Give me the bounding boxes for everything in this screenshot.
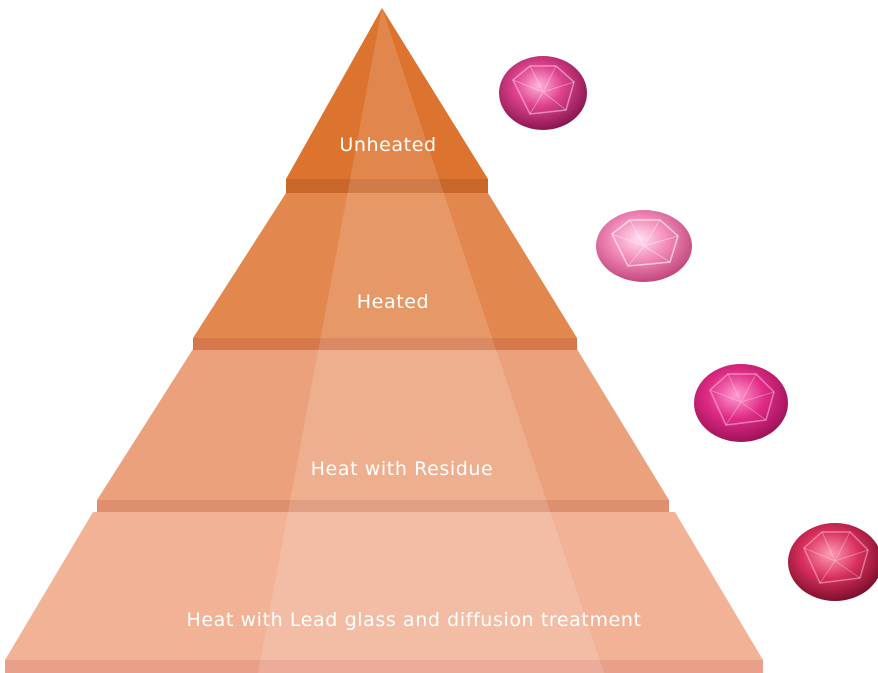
ruby-gem-unheated <box>499 56 587 130</box>
ruby-gem-heated <box>596 210 692 282</box>
ruby-gem-residue <box>694 364 788 442</box>
ruby-gem-lead-glass <box>788 523 878 601</box>
